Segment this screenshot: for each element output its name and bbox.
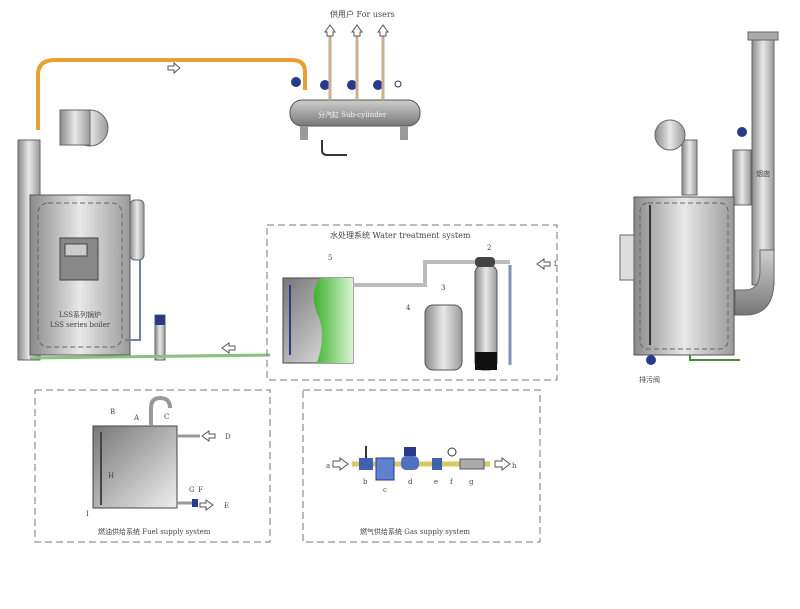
subcylinder-label: 分汽缸 Sub-cylinder	[318, 110, 387, 119]
gas-marker-g: g	[469, 478, 474, 486]
wt-marker-3: 3	[441, 284, 445, 292]
gas-marker-e: e	[434, 478, 438, 486]
boiler-label-cn: LSS系列锅炉	[59, 310, 101, 319]
gas-train	[332, 446, 511, 481]
fuel-marker-H: H	[108, 472, 114, 480]
wt-marker-1: 1	[553, 260, 557, 268]
water-treatment-title: 水处理系统 Water treatment system	[330, 230, 471, 240]
fuel-marker-D: D	[225, 433, 231, 441]
fuel-marker-I: I	[86, 510, 89, 518]
flow-arrow-icon	[221, 342, 236, 354]
wt-marker-4: 4	[406, 304, 411, 312]
fuel-marker-F: F	[198, 486, 203, 494]
water-treatment-equipment	[282, 257, 551, 371]
gas-marker-f: f	[450, 478, 454, 486]
gas-marker-a: a	[326, 462, 330, 470]
lss-boiler	[17, 109, 271, 361]
fuel-marker-E: E	[224, 502, 229, 510]
gas-marker-d: d	[408, 478, 413, 486]
boiler-label-en: LSS series boiler	[50, 321, 111, 329]
fuel-marker-G: G	[189, 486, 195, 494]
flow-arrow-icon	[167, 61, 181, 75]
side-boiler	[619, 31, 779, 365]
sub-cylinder	[289, 24, 421, 156]
gas-marker-c: c	[383, 486, 387, 494]
gas-marker-h: h	[512, 462, 517, 470]
fuel-supply-box	[34, 389, 271, 543]
fuel-marker-B: B	[110, 408, 115, 416]
fuel-marker-A: A	[133, 414, 140, 422]
fuel-tank	[92, 395, 216, 511]
gas-supply-box	[302, 389, 541, 543]
fuel-marker-C: C	[164, 413, 169, 421]
steam-pipe	[36, 58, 307, 130]
users-label: 供用户 For users	[330, 9, 395, 19]
gas-marker-b: b	[363, 478, 368, 486]
wt-marker-2: 2	[487, 244, 491, 252]
chimney-label: 烟囱	[756, 169, 770, 178]
blowdown-label: 排污阀	[639, 375, 660, 384]
wt-marker-5: 5	[328, 254, 332, 262]
gas-supply-title: 燃气供给系统 Gas supply system	[360, 527, 470, 536]
water-treatment-box	[266, 224, 558, 381]
fuel-supply-title: 燃油供给系统 Fuel supply system	[98, 527, 211, 536]
